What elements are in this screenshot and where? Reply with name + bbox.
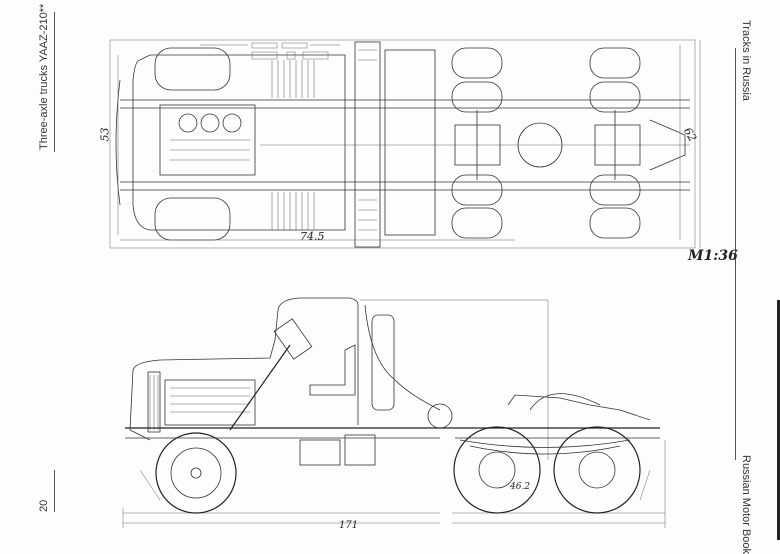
side-view <box>122 297 666 528</box>
plan-view <box>109 39 701 249</box>
rear-dual-wheels <box>451 47 641 239</box>
page-edge-shadow <box>777 300 780 540</box>
technical-drawing <box>109 39 701 528</box>
footer-rule-left <box>54 470 55 512</box>
header-rule-left <box>54 12 55 152</box>
dimension-annotation-46-2: 46.2 <box>510 482 531 492</box>
dimension-annotation-53: 53 <box>98 127 112 142</box>
front-wheel-side <box>155 432 237 514</box>
front-wheel-bottom <box>154 197 231 241</box>
front-wheel-top <box>154 47 231 91</box>
scale-annotation: M1:36 <box>688 248 738 264</box>
dimension-annotation-171: 171 <box>339 520 359 531</box>
header-rule-right <box>735 48 736 460</box>
dimension-annotation-74-5: 74.5 <box>300 230 325 243</box>
rear-wheels-side <box>453 426 641 514</box>
